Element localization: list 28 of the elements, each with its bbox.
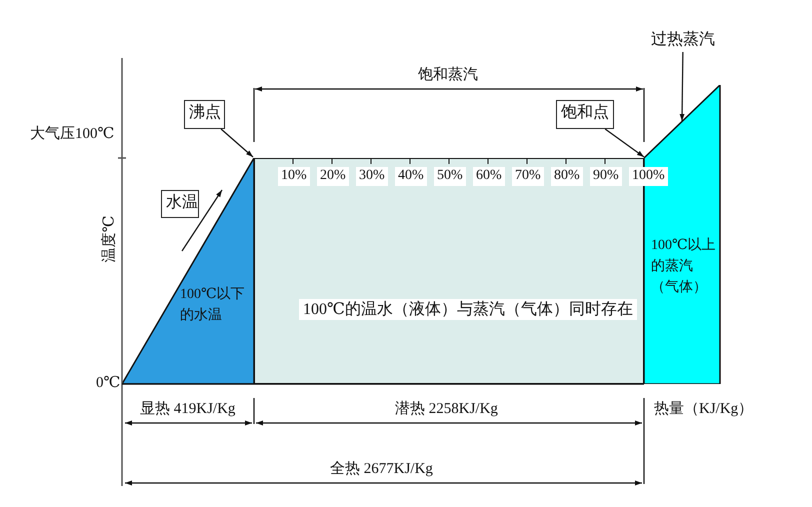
percent-label: 20% xyxy=(317,167,349,186)
callout-label: 饱和点 xyxy=(556,100,614,129)
percent-label: 40% xyxy=(395,167,427,186)
percent-label: 70% xyxy=(512,167,544,186)
percent-label: 80% xyxy=(551,167,583,186)
callout-label: 水温 xyxy=(161,190,199,218)
region-label: 100℃以上的蒸汽（气体） xyxy=(651,236,717,297)
dimension-label: 潜热 2258KJ/Kg xyxy=(395,400,498,418)
percent-label: 10% xyxy=(278,167,310,186)
axis-title: 热量（KJ/Kg） xyxy=(654,400,754,418)
percent-label: 60% xyxy=(473,167,505,186)
leader-line xyxy=(220,128,254,158)
region-label: 100℃以下的水温 xyxy=(180,286,246,325)
axis-label: 0℃ xyxy=(96,374,120,392)
leader-line xyxy=(604,128,644,158)
region-label: 100℃的温水（液体）与蒸汽（气体）同时存在 xyxy=(299,299,637,320)
axis-label: 大气压100℃ xyxy=(30,125,114,143)
axis-title: 温度℃ xyxy=(100,216,118,262)
leader-line xyxy=(680,52,685,121)
percent-label: 30% xyxy=(356,167,388,186)
dimension-label: 饱和蒸汽 xyxy=(418,66,478,84)
callout-label: 沸点 xyxy=(184,100,225,129)
percent-label: 50% xyxy=(434,167,466,186)
dimension-label: 显热 419KJ/Kg xyxy=(140,400,236,418)
callout-text: 过热蒸汽 xyxy=(648,30,718,52)
dimension-label: 全热 2677KJ/Kg xyxy=(330,460,433,478)
percent-label: 100% xyxy=(629,167,668,186)
percent-label: 90% xyxy=(590,167,622,186)
